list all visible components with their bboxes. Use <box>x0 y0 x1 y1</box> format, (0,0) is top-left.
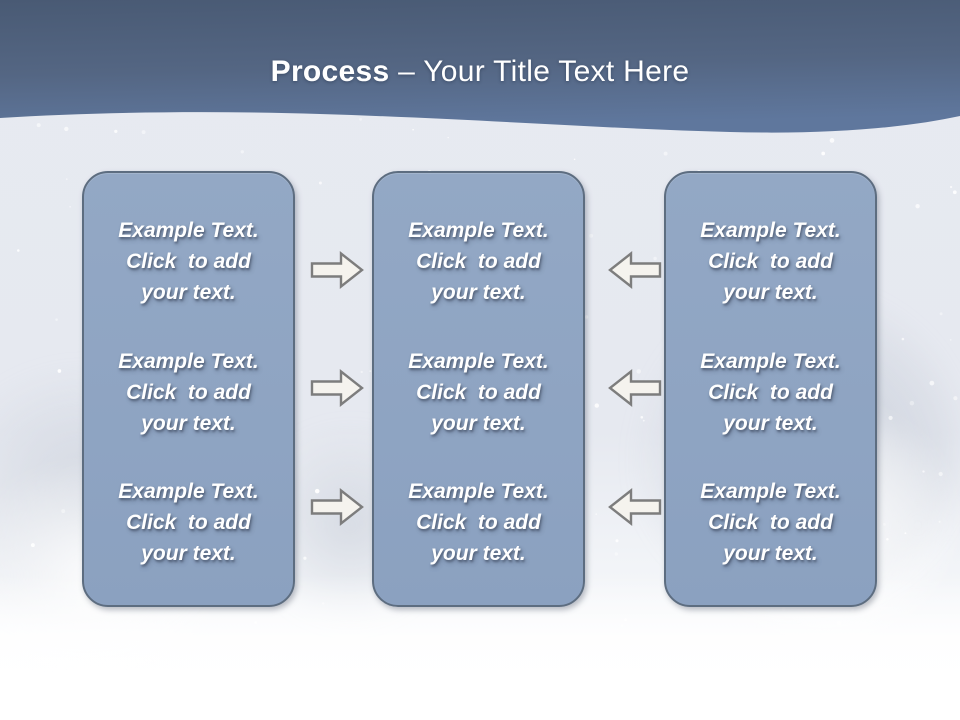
arrow-left-icon <box>608 251 662 289</box>
placeholder-text[interactable]: Example Text. Click to add your text. <box>700 480 841 565</box>
placeholder-text[interactable]: Example Text. Click to add your text. <box>700 219 841 304</box>
process-box-left[interactable]: Example Text. Click to add your text. Ex… <box>82 171 295 607</box>
placeholder-text[interactable]: Example Text. Click to add your text. <box>118 349 259 435</box>
process-box-middle[interactable]: Example Text. Click to add your text. Ex… <box>372 171 585 607</box>
arrow-left-icon <box>608 488 662 526</box>
placeholder-text[interactable]: Example Text. Click to add your text. <box>700 349 841 435</box>
placeholder-text[interactable]: Example Text. Click to add your text. <box>118 219 259 304</box>
placeholder-text[interactable]: Example Text. Click to add your text. <box>408 219 549 304</box>
slide-title: Process – Your Title Text Here <box>0 52 960 92</box>
placeholder-text[interactable]: Example Text. Click to add your text. <box>408 480 549 565</box>
arrow-right-icon <box>310 488 364 526</box>
placeholder-text[interactable]: Example Text. Click to add your text. <box>118 480 259 565</box>
header-wave <box>0 0 960 133</box>
slide-title-regular: – Your Title Text Here <box>389 55 690 88</box>
process-box-right[interactable]: Example Text. Click to add your text. Ex… <box>664 171 877 607</box>
slide-title-bold: Process <box>270 55 390 88</box>
arrow-right-icon <box>310 369 364 407</box>
placeholder-text[interactable]: Example Text. Click to add your text. <box>408 349 549 435</box>
arrow-left-icon <box>608 369 662 407</box>
arrow-right-icon <box>310 251 364 289</box>
